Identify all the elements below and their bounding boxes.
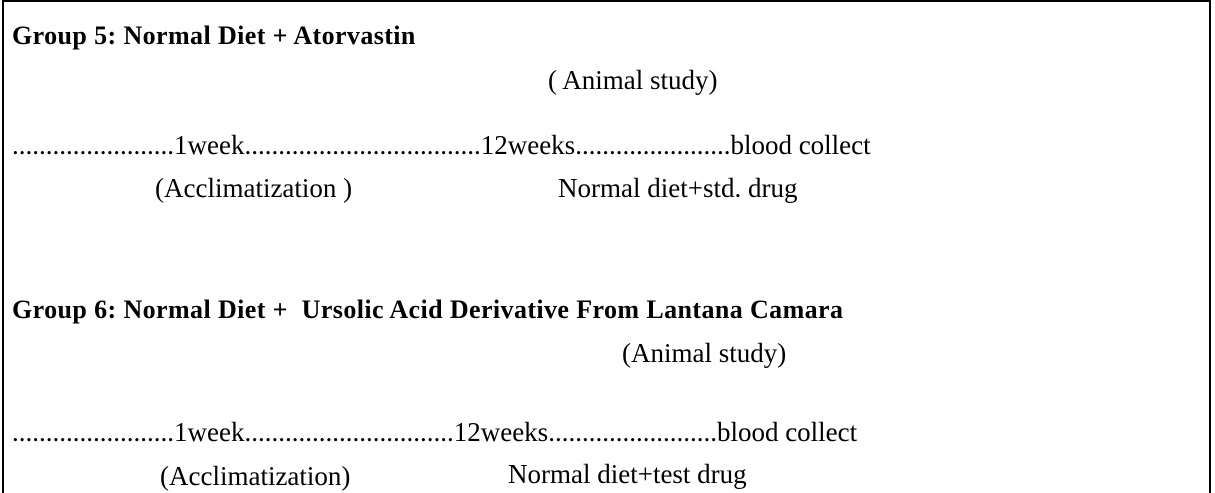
group6-phase2-label: Normal diet+test drug <box>508 459 747 489</box>
group5-title: Group 5: Normal Diet + Atorvastin <box>12 21 416 50</box>
group5-phase1-label: (Acclimatization ) <box>155 173 353 203</box>
group6-phase1-label: (Acclimatization) <box>160 461 351 491</box>
group6-subtitle: (Animal study) <box>622 338 787 368</box>
group6-title: Group 6: Normal Diet + Ursolic Acid Deri… <box>12 295 844 324</box>
group5-timeline: ........................1week...........… <box>12 130 871 160</box>
group5-subtitle: ( Animal study) <box>548 65 718 95</box>
group6-timeline: ........................1week...........… <box>12 417 858 447</box>
group5-phase2-label: Normal diet+std. drug <box>558 173 798 203</box>
